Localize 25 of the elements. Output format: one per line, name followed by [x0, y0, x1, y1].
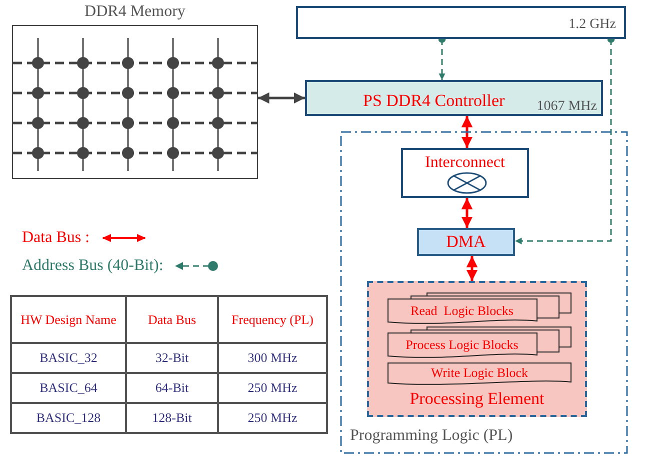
legend-label: Address Bus (40-Bit): [22, 256, 164, 276]
table-cell: 32-Bit [126, 343, 218, 373]
table-cell: 300 MHz [218, 343, 327, 373]
table-cell: 64-Bit [126, 373, 218, 403]
table-cell: 250 MHz [218, 403, 327, 433]
controller-label: PS DDR4 Controller [363, 90, 505, 112]
block-label: Process Logic Blocks [404, 337, 520, 353]
dma-label: DMA [446, 231, 486, 254]
column-header: Frequency (PL) [218, 296, 327, 343]
table-cell: 128-Bit [126, 403, 218, 433]
frequency-label: 1.2 GHz [568, 16, 616, 34]
table-cell: 250 MHz [218, 373, 327, 403]
column-header: Data Bus [126, 296, 218, 343]
table-cell: BASIC_32 [11, 343, 126, 373]
block-label: Write Logic Block [430, 365, 529, 381]
legend-label: Data Bus : [22, 228, 90, 248]
table-cell: BASIC_128 [11, 403, 126, 433]
interconnect-label: Interconnect [424, 153, 506, 173]
panel-label: Processing Element [408, 388, 546, 410]
memory-title: DDR4 Memory [84, 2, 186, 22]
table-cell: BASIC_64 [11, 373, 126, 403]
frequency-label: 1067 MHz [536, 98, 597, 116]
block-label: Read Logic Blocks [410, 303, 514, 319]
column-header: HW Design Name [11, 296, 126, 343]
region-label: Programming Logic (PL) [350, 426, 513, 446]
